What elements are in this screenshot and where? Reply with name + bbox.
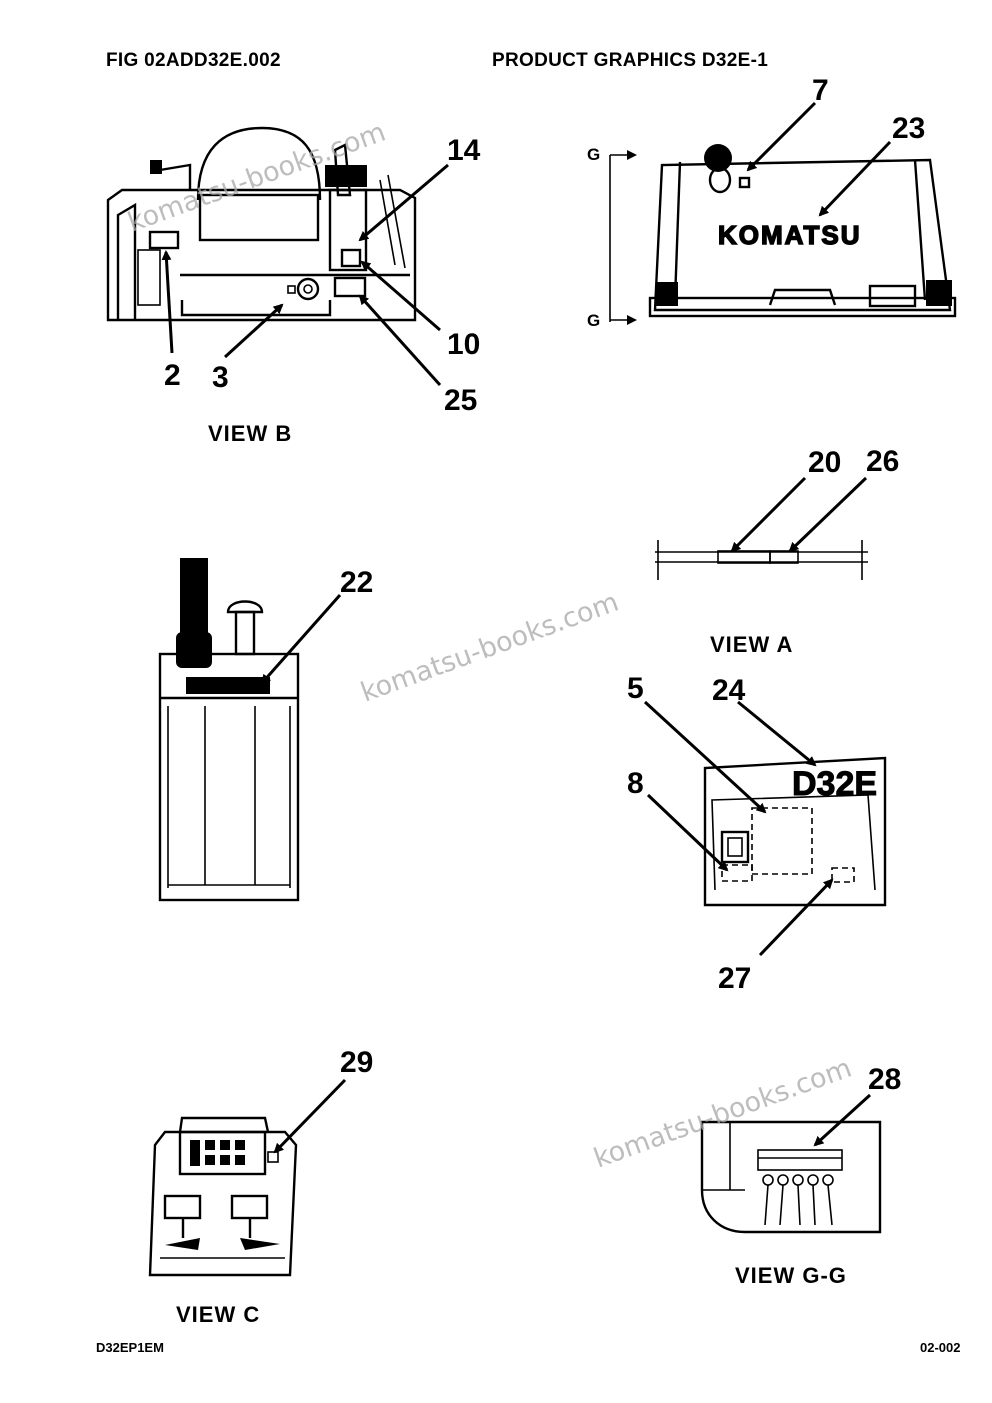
- figure-number: FIG 02ADD32E.002: [106, 50, 281, 71]
- leader-3: [223, 303, 284, 359]
- watermark-2: komatsu-books.com: [357, 587, 623, 709]
- callout-27: 27: [718, 962, 751, 995]
- callout-20: 20: [808, 446, 841, 479]
- leader-2: [161, 250, 174, 354]
- model-panel-drawing: [703, 756, 887, 907]
- leader-10: [360, 260, 441, 332]
- watermark-3: komatsu-books.com: [590, 1053, 856, 1175]
- view-b-drawing: [106, 126, 417, 322]
- callout-28: 28: [868, 1063, 901, 1096]
- view-gg-drawing: [700, 1120, 882, 1234]
- leader-27: [758, 878, 834, 957]
- leader-23: [818, 140, 892, 217]
- leader-14: [358, 163, 449, 242]
- view-a-label: VIEW A: [710, 632, 793, 657]
- callout-14: 14: [447, 134, 481, 167]
- callout-24: 24: [712, 674, 746, 707]
- footer-doc-code: D32EP1EM: [96, 1340, 164, 1355]
- view-c-drawing: [148, 1116, 298, 1277]
- leader-28: [813, 1093, 872, 1147]
- leader-8: [646, 793, 729, 872]
- leader-25: [358, 294, 442, 387]
- callout-22: 22: [340, 566, 373, 599]
- leader-5: [643, 700, 767, 814]
- komatsu-decal-small-bg: [186, 677, 270, 694]
- model-decal: D32E: [792, 765, 877, 803]
- view-gg-label: VIEW G-G: [735, 1263, 847, 1288]
- callout-25: 25: [444, 384, 477, 417]
- callout-10: 10: [447, 328, 480, 361]
- leader-7: [746, 101, 817, 172]
- page-title: PRODUCT GRAPHICS D32E-1: [492, 50, 769, 71]
- footer-page-number: 02-002: [920, 1340, 961, 1355]
- callout-5: 5: [627, 672, 644, 705]
- view-c-label: VIEW C: [176, 1302, 260, 1327]
- callout-2: 2: [164, 359, 181, 392]
- leader-24: [737, 700, 817, 767]
- callout-3: 3: [212, 361, 229, 394]
- tank-drawing: [158, 558, 300, 902]
- leader-26: [788, 476, 868, 553]
- leader-22: [260, 594, 342, 685]
- komatsu-decal-small: KOMATSU: [190, 680, 250, 694]
- leader-20: [730, 476, 807, 553]
- komatsu-decal: KOMATSU: [718, 220, 862, 250]
- callout-29: 29: [340, 1046, 373, 1079]
- section-mark-bottom: G: [587, 311, 600, 330]
- leader-29: [273, 1078, 347, 1154]
- callout-23: 23: [892, 112, 925, 145]
- view-a-drawing: [655, 540, 868, 580]
- callout-7: 7: [812, 74, 829, 107]
- section-mark-top: G: [587, 145, 600, 164]
- callout-26: 26: [866, 445, 899, 478]
- callout-8: 8: [627, 767, 644, 800]
- view-b-label: VIEW B: [208, 421, 292, 446]
- view-g-drawing: [609, 144, 957, 325]
